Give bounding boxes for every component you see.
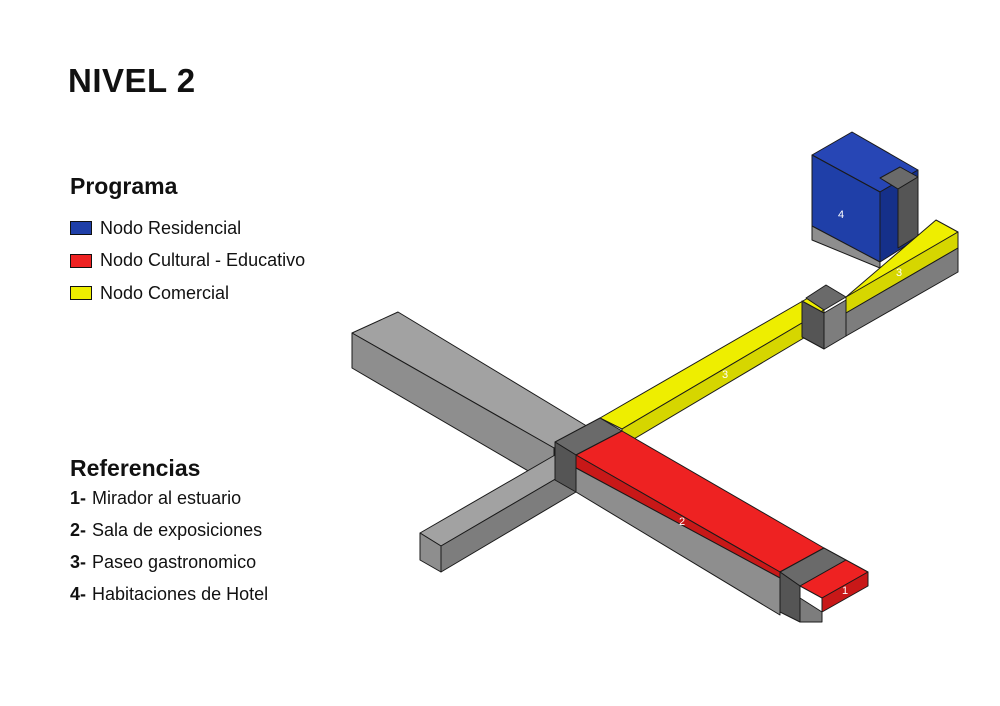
- comercial-end-gray: [845, 247, 959, 337]
- mirador-base: [799, 597, 823, 623]
- legend-label: Nodo Comercial: [100, 282, 230, 303]
- legend-label: Nodo Residencial: [100, 217, 242, 238]
- page-title: NIVEL 2: [68, 62, 196, 99]
- gray-wing-southwest: [419, 454, 577, 573]
- label-sala: 2: [679, 516, 685, 528]
- ref-number: 3-: [70, 552, 87, 572]
- programa-heading: Programa: [70, 173, 178, 199]
- ref-label: Habitaciones de Hotel: [92, 584, 269, 604]
- residencial-block: [811, 131, 919, 269]
- cultural-gray-side: [575, 467, 781, 616]
- ref-item-3: 3- Paseo gastronomico: [70, 552, 268, 584]
- label-paseo-end: 3: [896, 267, 902, 279]
- comercial-corridor: [599, 284, 847, 447]
- residencial-swatch: [70, 221, 92, 236]
- label-paseo: 3: [722, 369, 728, 381]
- programa-legend: Nodo Residencial Nodo Cultural - Educati…: [70, 212, 305, 310]
- cultural-swatch: [70, 253, 92, 268]
- ref-item-4: 4- Habitaciones de Hotel: [70, 584, 268, 616]
- ref-item-1: 1- Mirador al estuario: [70, 488, 268, 520]
- label-hotel: 4: [838, 209, 844, 221]
- junction-block: [554, 417, 623, 493]
- legend-item-comercial: Nodo Comercial: [70, 277, 305, 310]
- ref-number: 1-: [70, 488, 87, 508]
- comercial-top: [599, 297, 825, 430]
- ref-number: 4-: [70, 584, 87, 604]
- ref-number: 2-: [70, 520, 87, 540]
- ref-label: Sala de exposiciones: [92, 520, 263, 540]
- legend-label: Nodo Cultural - Educativo: [100, 250, 306, 271]
- legend-item-residencial: Nodo Residencial: [70, 212, 305, 245]
- referencias-list: 1- Mirador al estuario 2- Sala de exposi…: [70, 488, 268, 616]
- referencias-heading: Referencias: [70, 455, 201, 481]
- ref-label: Mirador al estuario: [92, 488, 242, 508]
- mirador-block: [779, 547, 869, 623]
- comercial-end: [845, 219, 959, 337]
- label-mirador: 1: [842, 585, 848, 597]
- ref-label: Paseo gastronomico: [92, 552, 257, 572]
- volume-labels: 4 3 3 2 1: [679, 209, 902, 597]
- legend-item-cultural: Nodo Cultural - Educativo: [70, 245, 305, 278]
- ref-item-2: 2- Sala de exposiciones: [70, 520, 268, 552]
- comercial-swatch: [70, 286, 92, 301]
- cultural-hall: [575, 430, 825, 616]
- mirador-side: [821, 571, 869, 613]
